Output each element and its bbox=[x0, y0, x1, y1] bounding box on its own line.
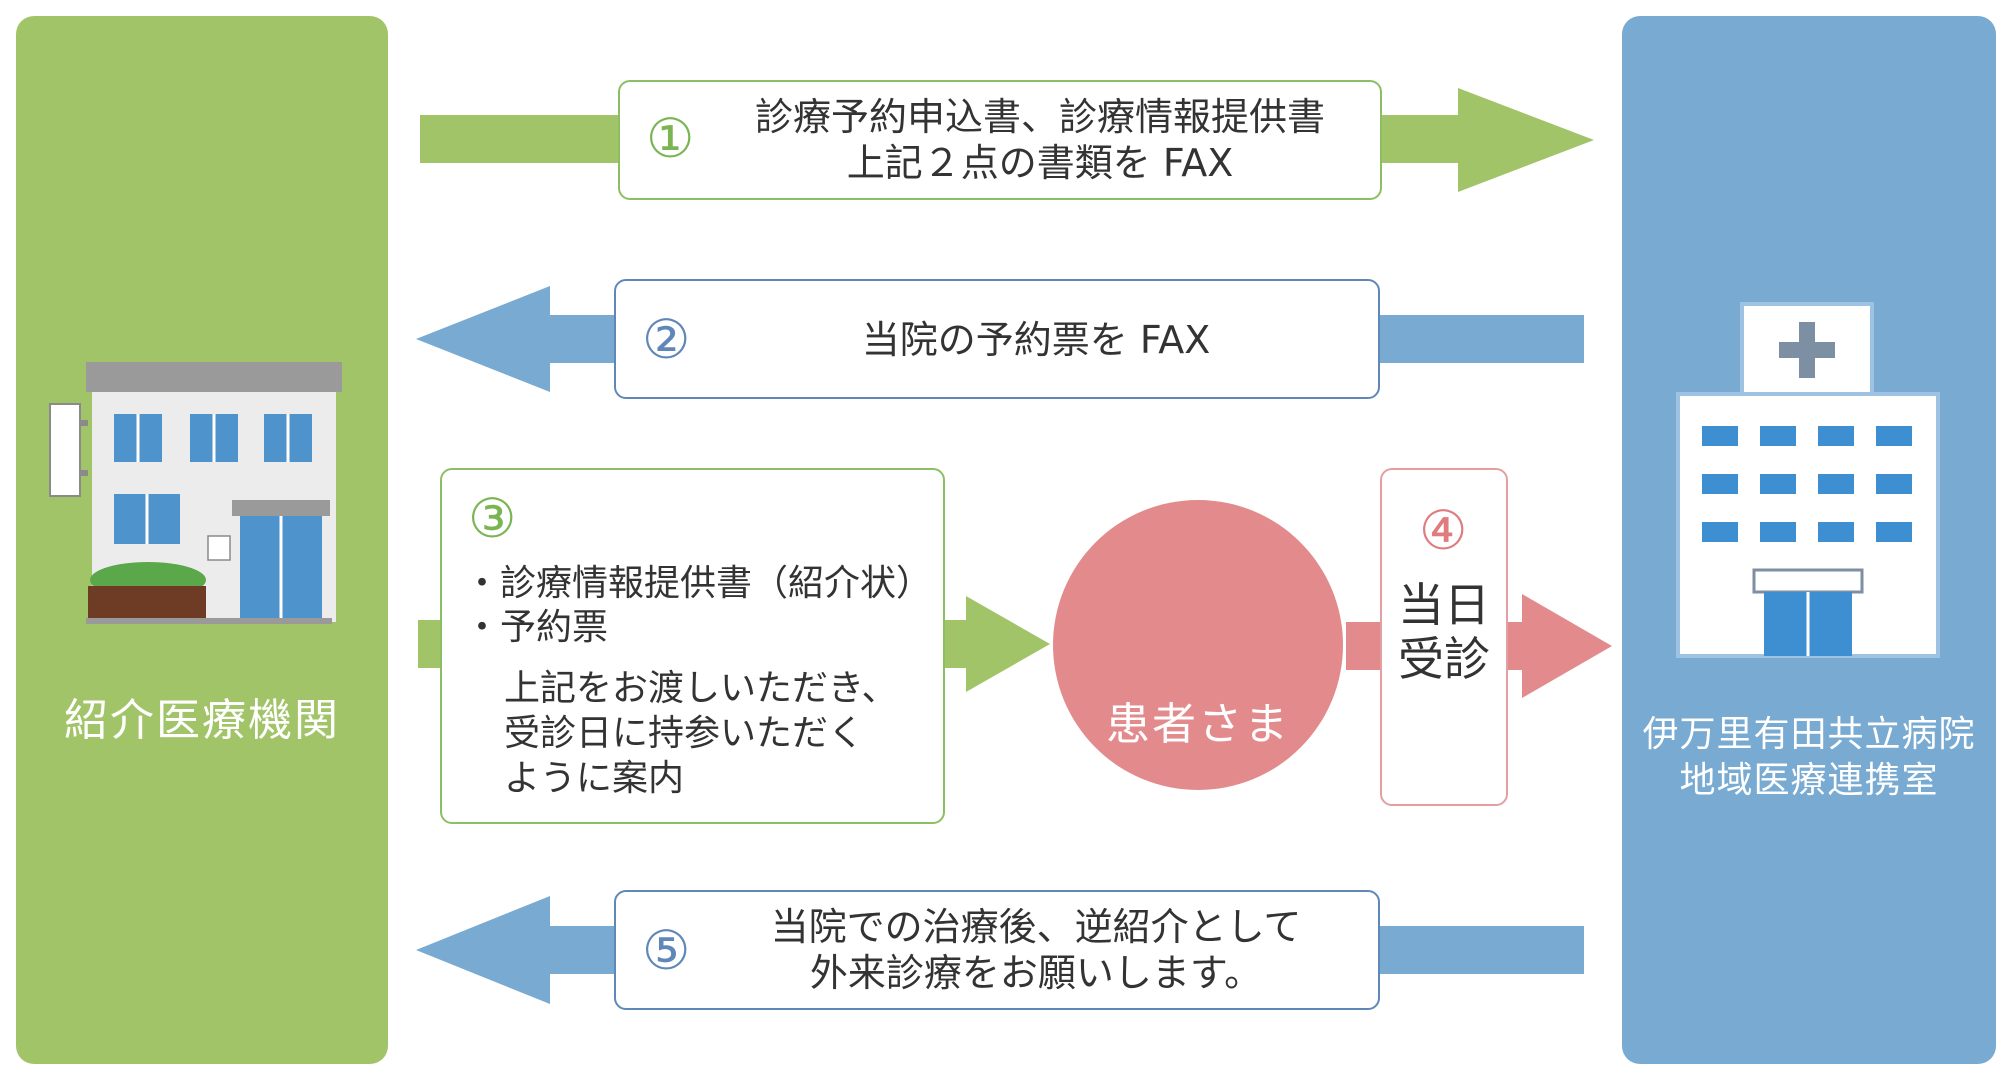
step-2-box: ② 当院の予約票を FAX bbox=[614, 279, 1380, 399]
step-1-number: ① bbox=[646, 107, 695, 170]
step-1-box: ① 診療予約申込書、診療情報提供書 上記２点の書類を FAX bbox=[618, 80, 1382, 200]
step-5-number: ⑤ bbox=[642, 919, 691, 982]
step-2-text: 当院の予約票を FAX bbox=[861, 318, 1211, 362]
step-3-item-appointment-slip: ・予約票 bbox=[464, 607, 609, 648]
step-1-text: 診療予約申込書、診療情報提供書 上記２点の書類を FAX bbox=[754, 95, 1325, 185]
referring-institution-label: 紹介医療機関 bbox=[64, 695, 340, 746]
step-5-box: ⑤ 当院での治療後、逆紹介として 外来診療をお願いします。 bbox=[614, 890, 1380, 1010]
step-3-box: ③ ・診療情報提供書（紹介状） ・予約票 上記をお渡しいただき、 受診日に持参い… bbox=[440, 468, 945, 824]
patient-circle: 患者さま bbox=[1053, 500, 1343, 790]
hospital-label: 伊万里有田共立病院 地域医療連携室 bbox=[1642, 714, 1976, 801]
step-4-text: 当日 受診 bbox=[1398, 578, 1490, 686]
step-3-number: ③ bbox=[468, 487, 517, 550]
patient-label: 患者さま bbox=[1106, 699, 1290, 750]
step-5-text: 当院での治療後、逆紹介として 外来診療をお願いします。 bbox=[770, 905, 1302, 995]
step-3-documents-list: ・診療情報提供書（紹介状） ・予約票 bbox=[464, 562, 932, 650]
step-4-number: ④ bbox=[1419, 499, 1468, 562]
step-2-number: ② bbox=[642, 308, 691, 371]
hospital-building-icon bbox=[1676, 302, 1940, 658]
step-4-box: ④ 当日 受診 bbox=[1380, 468, 1508, 806]
clinic-building-icon bbox=[49, 362, 342, 624]
step-3-note: 上記をお渡しいただき、 受診日に持参いただく ように案内 bbox=[504, 668, 898, 799]
step-3-item-referral-letter: ・診療情報提供書（紹介状） bbox=[464, 563, 933, 604]
